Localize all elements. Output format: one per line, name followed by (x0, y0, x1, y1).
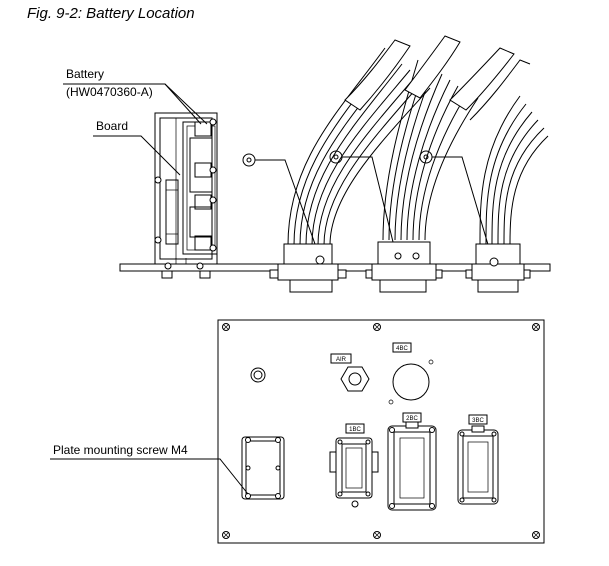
vent-fitting (250, 367, 266, 383)
battery-part-number: (HW0470360-A) (66, 85, 153, 99)
cable-connectors (269, 241, 531, 293)
plate-screw-leader-line (50, 458, 249, 495)
2bc-tag-text: 2BC (406, 416, 418, 422)
board-label: Board (96, 119, 128, 133)
battery-cover-plate (241, 436, 285, 500)
air-tag-text: AIR (336, 357, 347, 363)
1bc-tag (345, 423, 365, 434)
air-tag (330, 353, 352, 364)
side-view-illustration: Battery (HW0470360-A) Board (63, 35, 551, 293)
plate-screw-label: Plate mounting screw M4 (53, 443, 188, 457)
1bc-tag-text: 1BC (349, 427, 361, 433)
4bc-tag (392, 342, 412, 353)
3bc-connector (457, 425, 499, 505)
battery-board-assembly (154, 112, 218, 279)
ring-terminals (242, 150, 493, 259)
connector-panel: AIR 4BC Plate mounting screw M4 1BC (50, 319, 545, 544)
panel-screws (222, 323, 540, 539)
4bc-tag-text: 4BC (396, 346, 408, 352)
4bc-blank-cover (392, 363, 430, 401)
1bc-connector (329, 437, 379, 508)
board-leader-line (93, 135, 181, 176)
figure-caption: Fig. 9-2: Battery Location (27, 5, 195, 22)
3bc-tag (468, 414, 488, 425)
2bc-connector (387, 421, 437, 511)
battery-label: Battery (66, 67, 104, 81)
air-fitting (340, 366, 370, 392)
3bc-tag-text: 3BC (472, 418, 484, 424)
cable-bundles (287, 35, 549, 246)
